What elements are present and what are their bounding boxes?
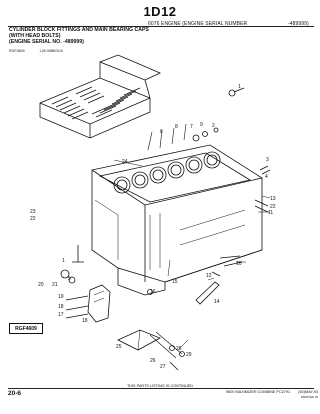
- fittings: [60, 87, 271, 305]
- ref-right: L26 00BKOU0: [39, 49, 63, 53]
- callout-16: 16: [150, 289, 156, 295]
- section-title: CYLINDER BLOCK FITTINGS AND MAIN BEARING…: [9, 27, 149, 46]
- callout-10: 10: [236, 261, 242, 267]
- callout-9: 9: [200, 122, 203, 128]
- callout-22: 22: [270, 204, 276, 210]
- leader-lines: [113, 159, 271, 351]
- callout-28: 28: [176, 346, 182, 352]
- callout-12: 12: [206, 273, 212, 279]
- continued-notice: THIS PARTS LISTING IS CONTINUED: [126, 384, 194, 388]
- callout-19: 19: [58, 294, 64, 300]
- footer-date: (30)MAY-93: [298, 390, 318, 394]
- callout-17: 17: [58, 312, 64, 318]
- callout-24: 24: [122, 159, 128, 165]
- footer-rule: [8, 388, 314, 389]
- callout-30: 20: [38, 282, 44, 288]
- title-line-1: CYLINDER BLOCK FITTINGS AND MAIN BEARING…: [9, 27, 149, 33]
- reference-line: RGF4609 L26 00BKOU0: [9, 49, 63, 53]
- callout-18: 18: [58, 304, 64, 310]
- callout-2: 2: [212, 123, 215, 129]
- callout-13: 13: [270, 196, 276, 202]
- bolt-kit-box: [39, 54, 161, 139]
- callout-18b: 18: [82, 318, 88, 324]
- title-line-2: (WITH HEAD BOLTS): [9, 33, 61, 40]
- model-text: 9600 MAXIMIZER COMBINE PC2791: [226, 390, 291, 394]
- main-bearing-caps: [65, 284, 185, 371]
- callout-23: 23: [30, 209, 36, 215]
- engine-label: 6076 ENGINE (ENGINE SERIAL NUMBER: [148, 21, 248, 27]
- serial-range: -489999): [288, 21, 309, 27]
- callout-25: 25: [116, 344, 122, 350]
- ref-left: RGF4609: [9, 49, 25, 53]
- callout-27: 27: [160, 364, 166, 370]
- figure-label: RGF4609: [9, 323, 43, 334]
- callout-11: 11: [268, 210, 273, 216]
- callout-numbers: 1 24 6 8 7 9 2 3 4 13 22 11 23 22 10 12 …: [30, 84, 276, 370]
- callout-22b: 22: [30, 216, 36, 222]
- engine-header: 6076 ENGINE (ENGINE SERIAL NUMBER -48999…: [148, 21, 316, 27]
- callout-29: 29: [186, 352, 192, 358]
- callout-21: 21: [52, 282, 58, 288]
- title-line-3: (ENGINE SERIAL NO. -489999): [9, 39, 84, 46]
- callout-26: 26: [150, 358, 156, 364]
- callout-8: 8: [175, 124, 178, 130]
- callout-15: 15: [172, 279, 178, 285]
- callout-6: 6: [160, 129, 163, 135]
- callout-4: 4: [265, 174, 268, 180]
- callout-14: 14: [214, 299, 220, 305]
- callout-1: 1: [238, 84, 241, 90]
- page-number: 20-6: [8, 390, 22, 397]
- callout-3: 3: [266, 157, 269, 163]
- callout-5: 5: [68, 276, 71, 282]
- cylinder-block: [91, 144, 263, 296]
- callout-30a: 1: [62, 258, 65, 264]
- header-rule: [8, 26, 314, 27]
- callout-7: 7: [190, 124, 193, 130]
- footer-model: 9600 MAXIMIZER COMBINE PC2791 (30)MAY-93: [180, 390, 318, 394]
- footer-small: PRINTED IN: [300, 395, 318, 399]
- page-code: 1D12: [143, 4, 177, 19]
